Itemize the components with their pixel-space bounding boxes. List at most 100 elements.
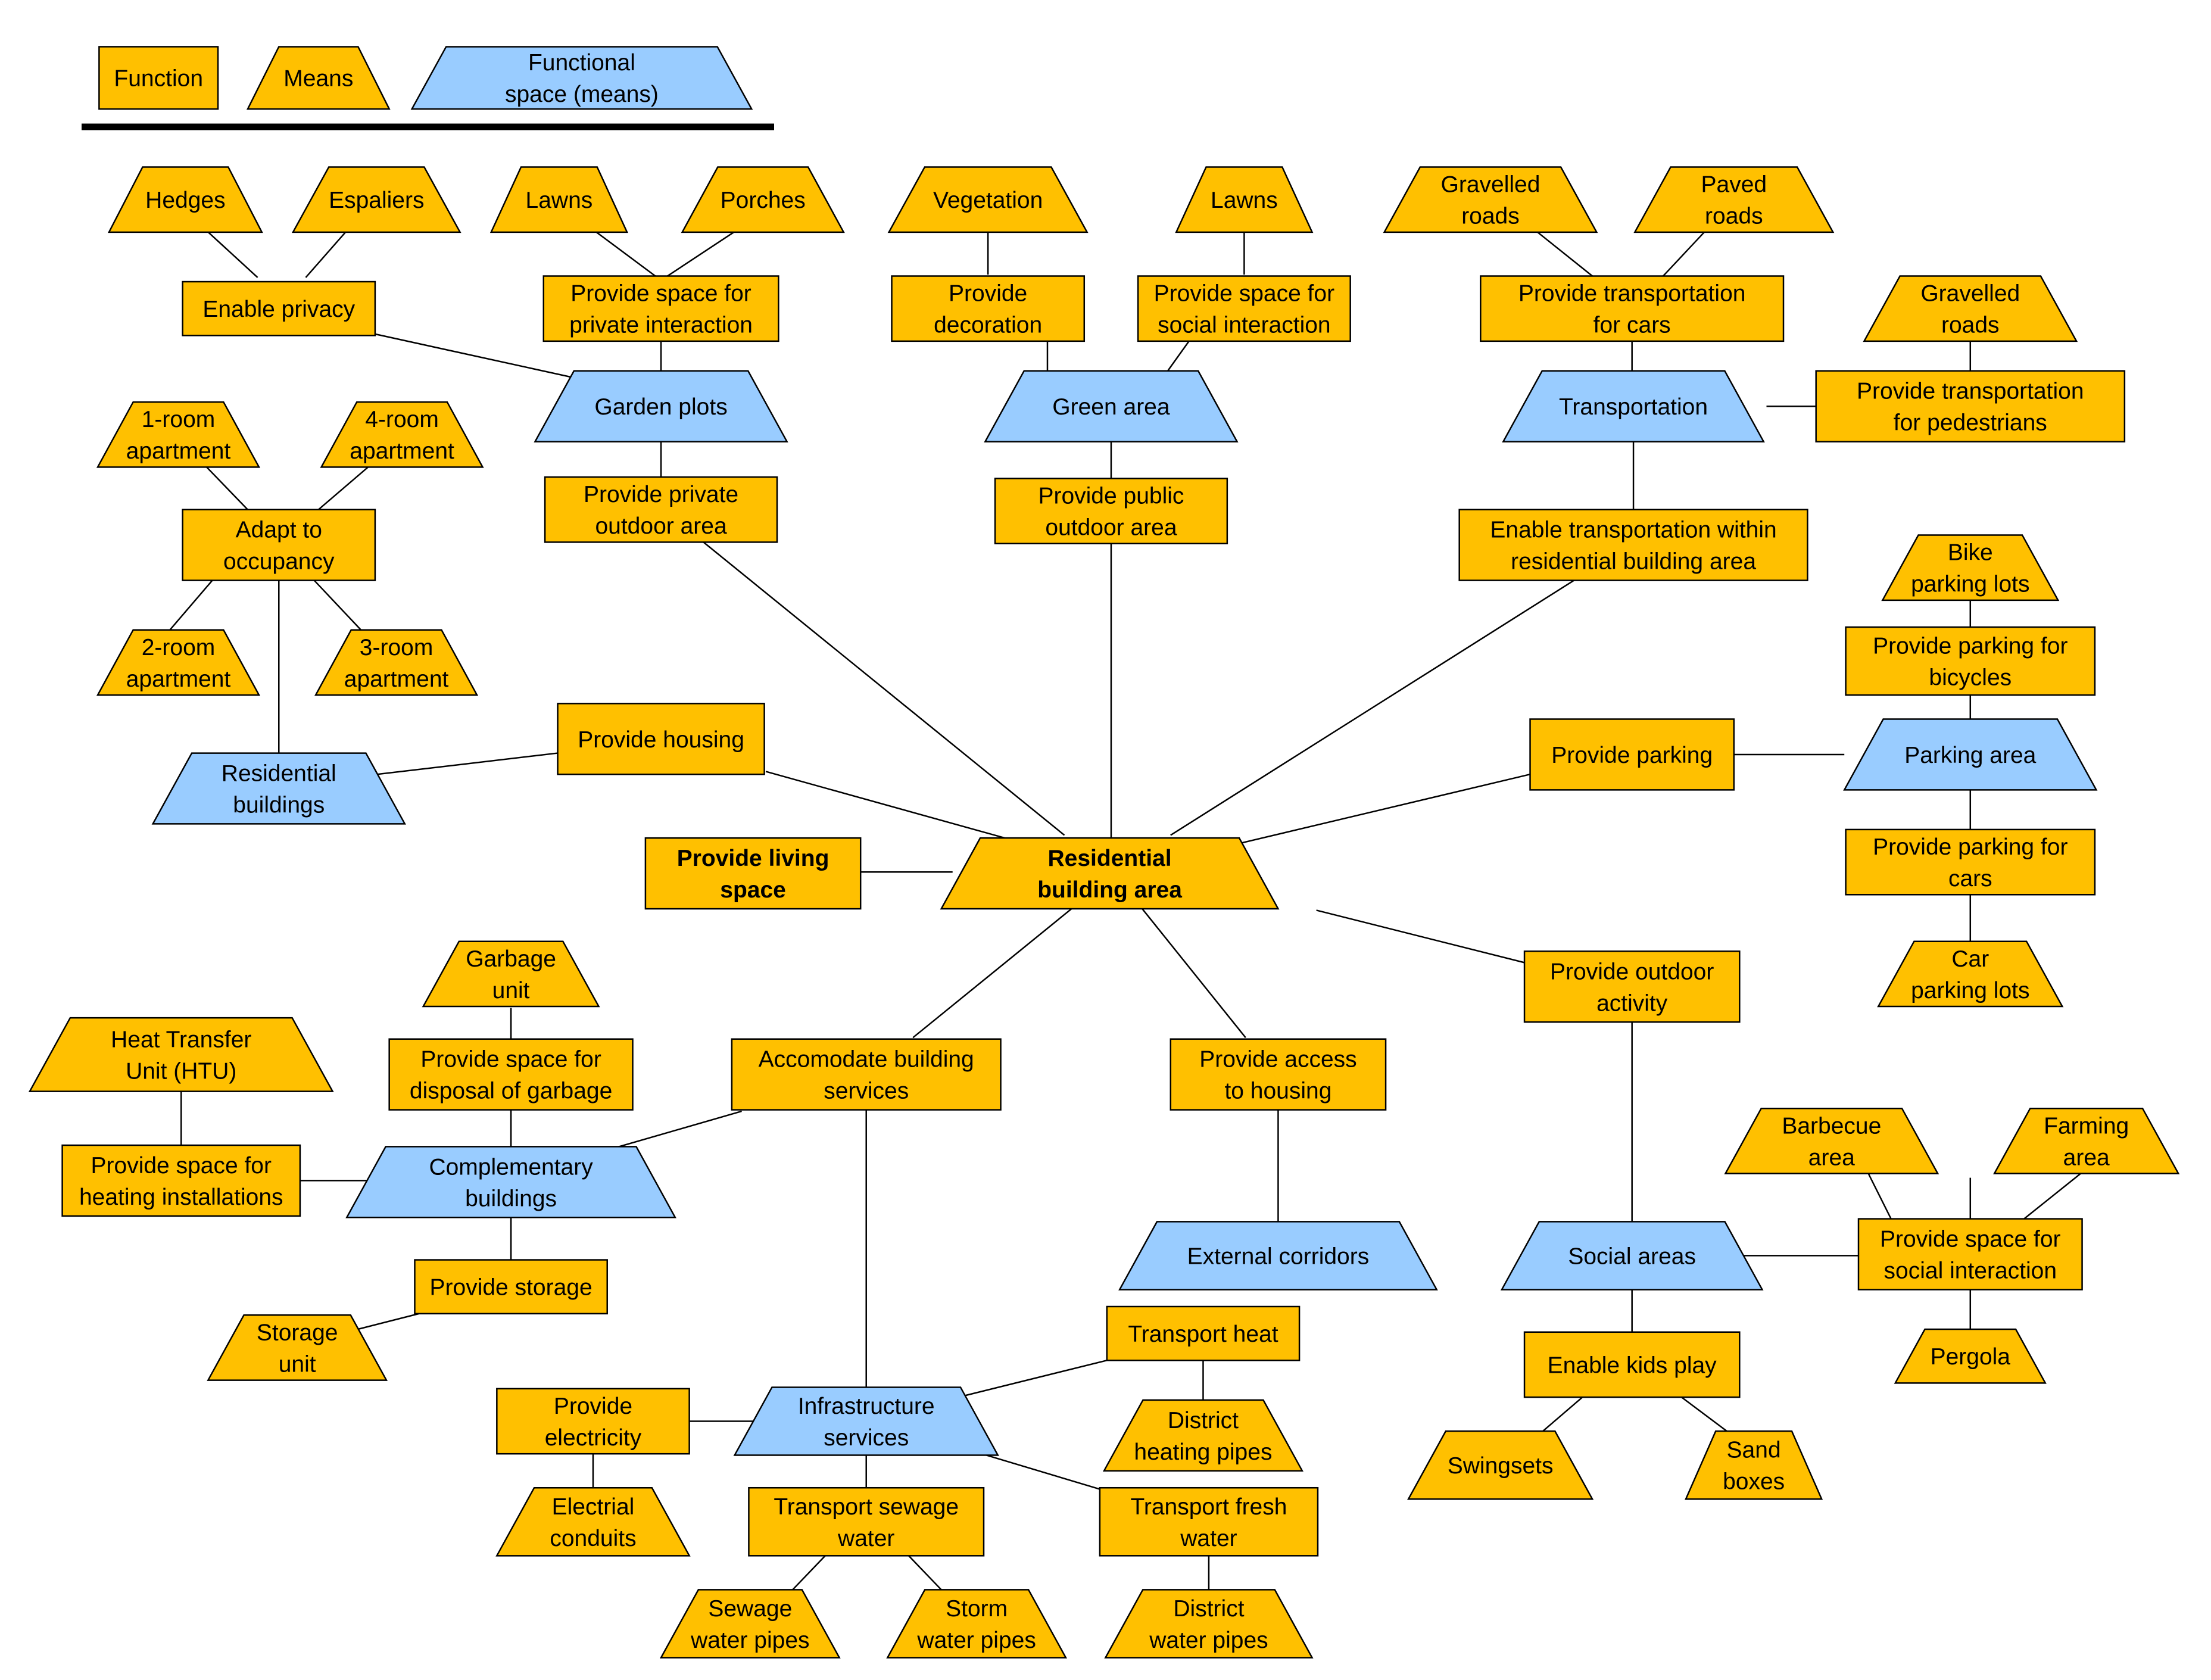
functional-space-shape [1843,718,2098,791]
connector-line [703,541,1065,836]
means-shape [489,166,628,233]
node-label-line: services [824,1425,909,1451]
node-label-line: Provide parking for [1873,834,2067,860]
function-box [544,476,778,543]
node-label-line: Means [283,66,353,92]
function-box [1857,1218,2083,1291]
node-provide-parking-cars: Provide parking for cars [1845,828,2096,896]
connector-line [604,1110,742,1152]
node-provide-outdoor-activity: Provide outdoor activity [1523,950,1741,1023]
means-shape [1383,166,1598,233]
node-label-line: Function [114,66,203,92]
means-shape [887,166,1089,233]
node-label-line: cars [1948,866,1992,892]
node-label-line: conduits [550,1526,636,1551]
node-label-line: unit [279,1351,316,1377]
function-box [731,1038,1002,1111]
node-label-line: 1-room [142,407,216,432]
node-label-line: Provide housing [578,727,744,753]
function-box [1170,1038,1387,1111]
node-provide-parking: Provide parking [1529,718,1735,791]
node-label-line: Green area [1052,394,1170,420]
node-label-line: Transport heat [1128,1321,1278,1347]
node-label-line: Farming [2044,1113,2129,1139]
means-shape [107,166,263,233]
node-label-line: Storm [946,1596,1008,1622]
function-box [542,275,779,342]
node-enable-privacy: Enable privacy [182,280,376,336]
node-label-line: Provide storage [430,1275,592,1301]
node-label-line: Functional [528,50,635,76]
node-label-line: activity [1596,990,1668,1016]
connector-line [660,230,737,281]
connector-line [1214,774,1530,850]
node-label-line: water pipes [1149,1628,1268,1653]
node-label-line: apartment [344,666,449,692]
connector-line [1542,1397,1583,1432]
function-box [1815,370,2126,442]
node-label-line: water [1180,1526,1237,1551]
function-box [994,478,1228,545]
node-label-line: outdoor area [595,513,726,539]
node-label-line: space [720,877,786,903]
means-shape [320,401,484,468]
node-label-line: boxes [1723,1469,1785,1495]
node-label-line: Provide transportation [1518,281,1746,307]
functional-space-shape [345,1146,676,1218]
node-external-corridors: External corridors [1118,1221,1438,1291]
function-box [1845,626,2096,696]
node-label-line: social interaction [1158,313,1330,338]
node-espaliers: Espaliers [291,166,461,233]
node-label-line: District [1168,1408,1239,1433]
node-label-line: Transport sewage [774,1494,959,1520]
node-label-line: for cars [1593,313,1671,338]
means-shape [314,629,479,696]
function-box [1099,1486,1319,1557]
functional-space-shape [410,46,753,110]
node-lawns-1: Lawns [489,166,628,233]
node-label-line: Garden plots [594,394,727,420]
function-box [1523,1331,1741,1398]
means-shape [28,1017,334,1092]
functional-space-shape [1500,1221,1764,1291]
connector-line [792,1555,826,1591]
means-shape [1102,1399,1303,1472]
node-label-line: Car [1951,946,1989,972]
connector-lines [169,230,2081,1591]
function-box [1480,275,1785,342]
node-label-line: Residential [222,760,336,786]
connector-line [594,230,662,281]
node-label-line: for pedestrians [1894,410,2047,436]
node-label-line: Provide space for [420,1047,601,1073]
node-label-line: Gravelled [1441,172,1540,198]
means-shape [422,940,600,1008]
connector-line [206,230,258,278]
node-label-line: Porches [721,188,806,213]
node-hedges: Hedges [107,166,263,233]
node-label-line: outdoor area [1045,515,1177,541]
node-label-line: 4-room [365,407,439,432]
legend-function: Function [98,46,219,110]
legend-means: Means [246,46,391,110]
connector-line [1142,908,1246,1039]
function-box [61,1144,301,1217]
connector-line [1170,579,1574,836]
node-green-area: Green area [984,370,1239,442]
means-shape [1633,166,1835,233]
function-box [557,703,765,775]
node-label-line: Provide outdoor [1550,959,1714,984]
node-label-line: social interaction [1884,1258,2057,1284]
node-label-line: parking lots [1911,978,2029,1003]
means-shape [659,1589,841,1659]
node-garden-plots: Garden plots [534,370,788,442]
